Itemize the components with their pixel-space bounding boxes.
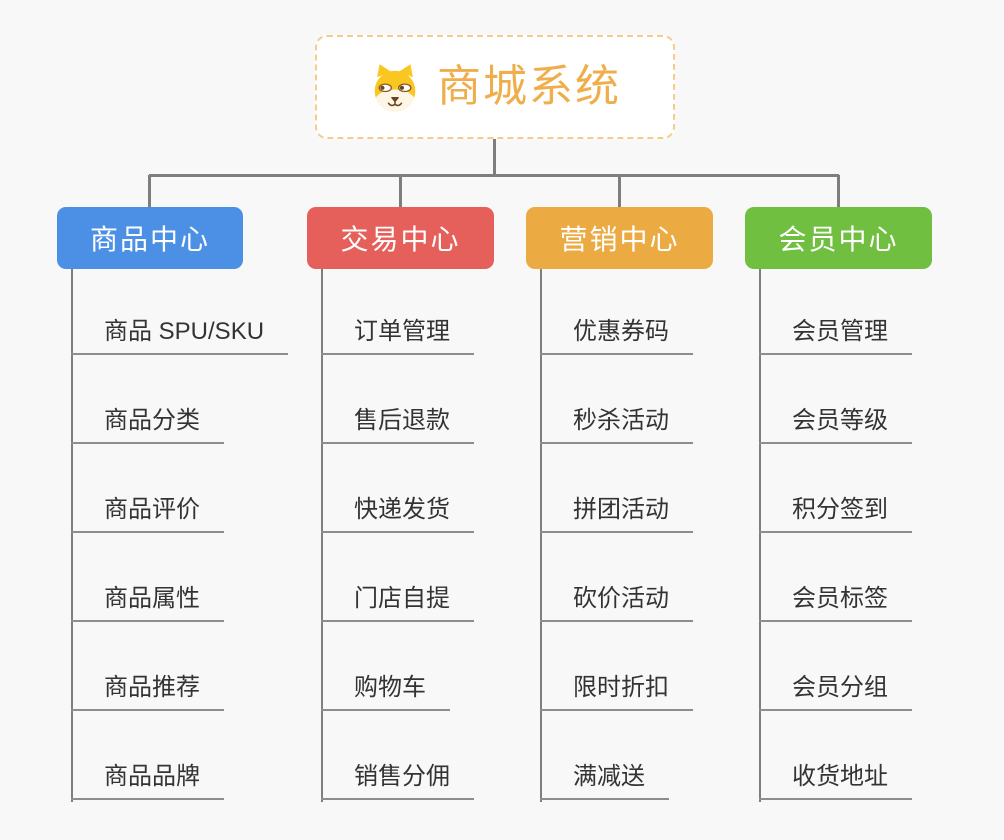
leaf-node[interactable]: 售后退款 — [321, 406, 474, 444]
dog-icon — [374, 64, 416, 112]
leaf-node[interactable]: 砍价活动 — [540, 584, 693, 622]
branch-node-marketing-center[interactable]: 营销中心 — [526, 207, 713, 269]
leaf-node[interactable]: 商品推荐 — [71, 673, 224, 711]
leaf-node[interactable]: 商品品牌 — [71, 762, 224, 800]
leaf-node[interactable]: 商品分类 — [71, 406, 224, 444]
leaf-node[interactable]: 销售分佣 — [321, 762, 474, 800]
branch-node-trade-center[interactable]: 交易中心 — [307, 207, 494, 269]
connector-drop-marketing — [618, 175, 621, 208]
branch-node-product-center[interactable]: 商品中心 — [57, 207, 243, 269]
branch-product-center: 商品中心 商品 SPU/SKU 商品分类 商品评价 商品属性 商品推荐 商品品牌 — [57, 207, 289, 807]
connector-bus — [149, 174, 839, 177]
leaf-node[interactable]: 商品评价 — [71, 495, 224, 533]
leaf-node[interactable]: 快递发货 — [321, 495, 474, 533]
leaf-node[interactable]: 限时折扣 — [540, 673, 693, 711]
leaf-node[interactable]: 购物车 — [321, 673, 450, 711]
leaf-node[interactable]: 秒杀活动 — [540, 406, 693, 444]
leaf-node[interactable]: 会员分组 — [759, 673, 912, 711]
leaf-node[interactable]: 商品属性 — [71, 584, 224, 622]
branch-trunk — [71, 269, 73, 802]
leaf-node[interactable]: 会员管理 — [759, 317, 912, 355]
leaf-node[interactable]: 门店自提 — [321, 584, 474, 622]
root-node[interactable]: 商城系统 — [315, 35, 675, 139]
branch-marketing-center: 营销中心 优惠券码 秒杀活动 拼团活动 砍价活动 限时折扣 满减送 — [526, 207, 713, 807]
branch-trunk — [321, 269, 323, 802]
branch-trunk — [540, 269, 542, 802]
leaf-node[interactable]: 商品 SPU/SKU — [71, 317, 289, 355]
branch-trade-center: 交易中心 订单管理 售后退款 快递发货 门店自提 购物车 销售分佣 — [307, 207, 494, 807]
branch-node-member-center[interactable]: 会员中心 — [745, 207, 932, 269]
connector-root-stem — [493, 139, 496, 176]
leaf-node[interactable]: 积分签到 — [759, 495, 912, 533]
connector-drop-member — [837, 175, 840, 208]
leaf-node[interactable]: 满减送 — [540, 762, 669, 800]
leaf-node[interactable]: 收货地址 — [759, 762, 912, 800]
connector-drop-trade — [399, 175, 402, 208]
connector-drop-product — [148, 175, 151, 208]
leaf-node[interactable]: 优惠券码 — [540, 317, 693, 355]
leaf-node[interactable]: 订单管理 — [321, 317, 474, 355]
leaf-node[interactable]: 会员等级 — [759, 406, 912, 444]
leaf-node[interactable]: 会员标签 — [759, 584, 912, 622]
branch-member-center: 会员中心 会员管理 会员等级 积分签到 会员标签 会员分组 收货地址 — [745, 207, 932, 807]
branch-trunk — [759, 269, 761, 802]
root-title: 商城系统 — [437, 62, 621, 111]
leaf-node[interactable]: 拼团活动 — [540, 495, 693, 533]
